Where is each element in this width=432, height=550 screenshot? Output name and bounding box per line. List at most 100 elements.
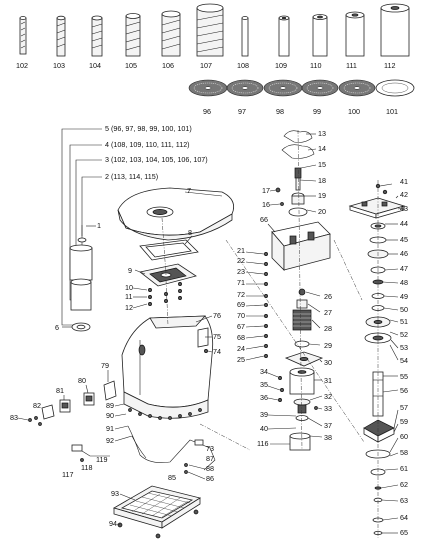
- label-6: 6: [55, 323, 59, 332]
- label-85: 85: [168, 473, 176, 482]
- switch-assembly: [28, 380, 117, 426]
- label-54: 54: [400, 356, 408, 365]
- label-19: 19: [318, 191, 326, 200]
- alignment-axes: [161, 129, 379, 538]
- label-45: 45: [400, 235, 408, 244]
- label-37: 37: [324, 421, 332, 430]
- label-69: 69: [237, 300, 245, 309]
- label-63: 63: [400, 496, 408, 505]
- sleeve-row-labels: 102 103 104 105 106 107 108 109 110 111 …: [16, 61, 395, 70]
- label-32: 32: [324, 392, 332, 401]
- label-119: 119: [96, 455, 107, 464]
- label-101: 101: [386, 107, 398, 116]
- part-100-drawing: [338, 79, 376, 97]
- label-44: 44: [400, 219, 408, 228]
- label-116: 116: [257, 439, 268, 448]
- label-34: 34: [260, 367, 268, 376]
- base-housing: [121, 315, 214, 419]
- label-112: 112: [384, 61, 395, 70]
- group-label-4: 4 (108, 109, 110, 111, 112): [105, 140, 190, 149]
- group-label-3: 3 (102, 103, 104, 105, 106, 107): [105, 155, 208, 164]
- label-118: 118: [81, 463, 92, 472]
- label-106: 106: [162, 61, 174, 70]
- side-fasteners: [264, 252, 268, 358]
- label-86: 86: [206, 474, 214, 483]
- label-52: 52: [400, 330, 408, 339]
- label-48: 48: [400, 278, 408, 287]
- label-40: 40: [260, 424, 268, 433]
- motor-stator: [289, 367, 315, 451]
- label-13: 13: [318, 129, 326, 138]
- gearbox-frame: [271, 221, 331, 271]
- part-101-drawing: [375, 79, 415, 97]
- label-10: 10: [125, 283, 133, 292]
- label-22: 22: [237, 256, 245, 265]
- label-46: 46: [400, 249, 408, 258]
- label-33: 33: [324, 404, 332, 413]
- label-74: 74: [213, 347, 221, 356]
- part-104-drawing: [91, 15, 103, 57]
- label-39: 39: [260, 410, 268, 419]
- label-80: 80: [78, 376, 86, 385]
- label-111: 111: [346, 61, 357, 70]
- label-91: 91: [106, 424, 114, 433]
- label-26: 26: [324, 292, 332, 301]
- label-17: 17: [262, 186, 270, 195]
- part-106-drawing: [161, 10, 181, 57]
- label-73: 73: [206, 444, 214, 453]
- label-23: 23: [237, 267, 245, 276]
- label-71: 71: [237, 278, 245, 287]
- label-88: 88: [206, 464, 214, 473]
- part-109-drawing: [278, 15, 290, 57]
- label-68: 68: [237, 333, 245, 342]
- label-64: 64: [400, 513, 408, 522]
- tray-screws: [148, 282, 182, 306]
- label-60: 60: [400, 432, 408, 441]
- label-99: 99: [313, 107, 321, 116]
- sleeve-row: [19, 3, 410, 57]
- label-1: 1: [97, 221, 101, 230]
- label-55: 55: [400, 372, 408, 381]
- label-59: 59: [400, 417, 408, 426]
- group-label-2: 2 (113, 114, 115): [105, 172, 158, 181]
- label-24: 24: [237, 344, 245, 353]
- label-67: 67: [237, 322, 245, 331]
- label-81: 81: [56, 386, 64, 395]
- belt-and-gear: [281, 130, 315, 217]
- spindle-stack: [348, 183, 406, 536]
- part-96-drawing: [188, 79, 228, 97]
- label-8: 8: [188, 228, 192, 237]
- label-43: 43: [400, 204, 408, 213]
- label-102: 102: [16, 61, 28, 70]
- label-15: 15: [318, 160, 326, 169]
- part-108-drawing: [241, 16, 249, 57]
- label-103: 103: [53, 61, 65, 70]
- label-61: 61: [400, 464, 408, 473]
- part-111-drawing: [345, 11, 365, 57]
- wiring-harness: [71, 425, 216, 471]
- label-117: 117: [62, 470, 73, 479]
- label-100: 100: [348, 107, 360, 116]
- label-96: 96: [203, 107, 211, 116]
- label-105: 105: [125, 61, 137, 70]
- label-42: 42: [400, 190, 408, 199]
- label-107: 107: [200, 61, 212, 70]
- part-103-drawing: [56, 15, 66, 57]
- label-50: 50: [400, 305, 408, 314]
- label-104: 104: [89, 61, 101, 70]
- table-top: [117, 187, 235, 241]
- label-109: 109: [275, 61, 287, 70]
- label-93: 93: [111, 489, 119, 498]
- label-83: 83: [10, 413, 18, 422]
- label-110: 110: [310, 61, 321, 70]
- label-108: 108: [237, 61, 249, 70]
- label-90: 90: [106, 411, 114, 420]
- label-7: 7: [187, 186, 191, 195]
- label-11: 11: [125, 292, 132, 301]
- label-79: 79: [101, 361, 109, 370]
- label-12: 12: [125, 303, 133, 312]
- part-98-drawing: [263, 79, 303, 97]
- part-107-drawing: [196, 3, 224, 57]
- gasket: [139, 239, 199, 261]
- label-25: 25: [237, 355, 245, 364]
